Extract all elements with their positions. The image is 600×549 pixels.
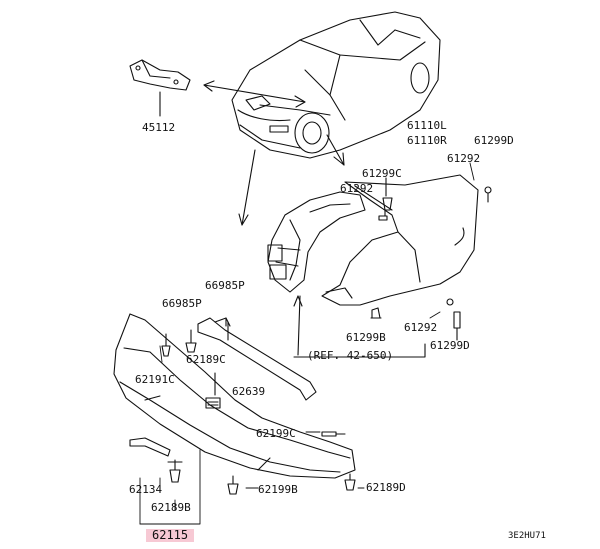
leader-lines	[139, 162, 475, 525]
pointer-arrows	[203, 80, 345, 226]
part-label-62189C: 62189C	[186, 353, 226, 366]
part-label-62639: 62639	[232, 385, 266, 398]
part-label-61299B: 61299B	[346, 331, 386, 344]
part-label-61110R: 61110R	[407, 134, 447, 147]
fender-panel	[321, 174, 492, 306]
fender-clips	[370, 177, 461, 341]
small-fasteners	[161, 329, 356, 495]
part-label-62199C: 62199C	[256, 427, 296, 440]
part-label-45112: 45112	[142, 121, 176, 134]
part-label-61292-top: 61292	[447, 152, 481, 165]
part-label-61292-low: 61292	[404, 321, 438, 334]
part-label-62115-highlighted[interactable]: 62115	[146, 529, 195, 542]
part-label-62191C: 62191C	[135, 373, 175, 386]
reference-note: (REF. 42-650)	[307, 349, 394, 362]
bracket-45112	[129, 59, 191, 117]
part-label-61292-mid: 61292	[340, 182, 374, 195]
part-label-61299D-low: 61299D	[430, 339, 470, 352]
part-label-61299D-top: 61299D	[474, 134, 514, 147]
splash-shield	[267, 191, 426, 358]
car-illustration	[231, 11, 441, 159]
diagram-code: 3E2HU71	[508, 531, 546, 541]
bumper-cover	[113, 313, 356, 479]
part-label-62134: 62134	[129, 483, 163, 496]
lower-grille-strip	[129, 437, 171, 457]
stay-bar	[197, 317, 317, 401]
part-label-66985P-b: 66985P	[162, 297, 202, 310]
part-label-62189B: 62189B	[151, 501, 191, 514]
part-label-61110L: 61110L	[407, 119, 447, 132]
part-label-61299C: 61299C	[362, 167, 402, 180]
part-label-66985P-a: 66985P	[205, 279, 245, 292]
part-label-62189D: 62189D	[366, 481, 406, 494]
part-label-62199B: 62199B	[258, 483, 298, 496]
